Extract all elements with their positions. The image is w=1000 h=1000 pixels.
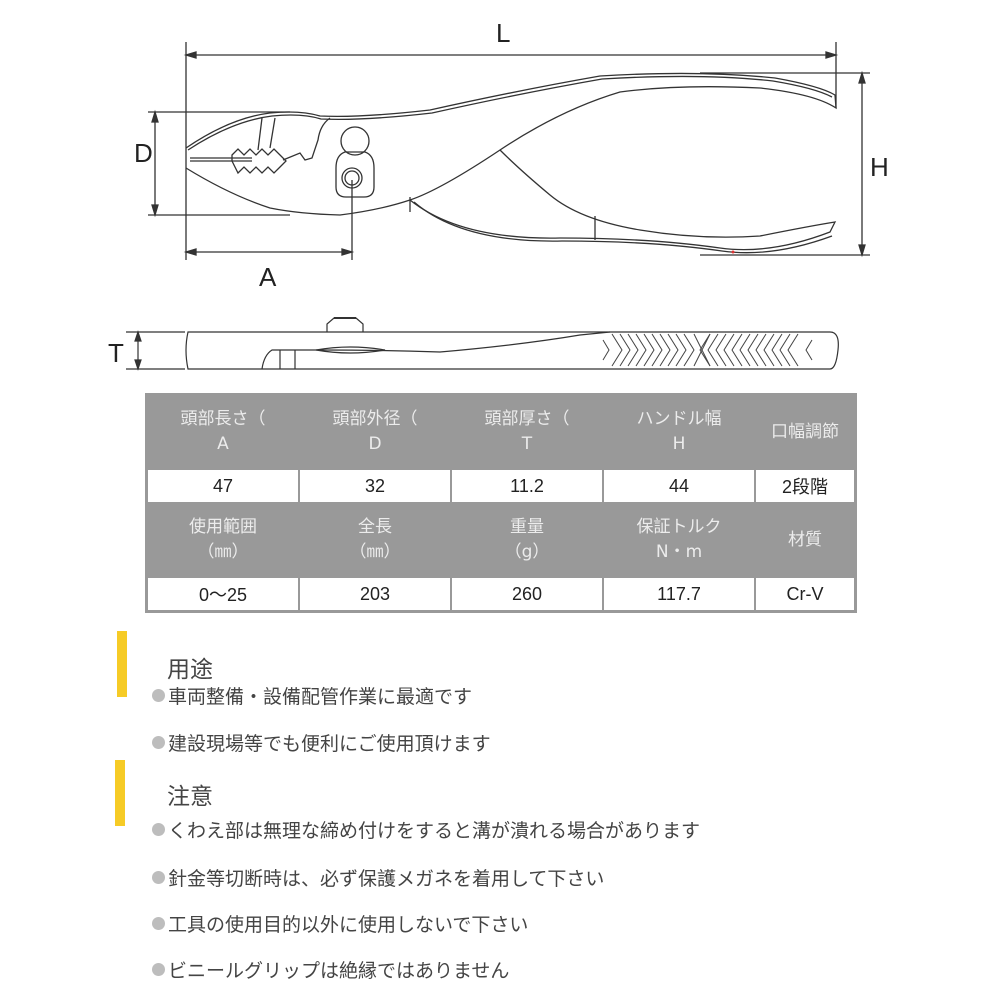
caution-item: 針金等切断時は、必ず保護メガネを着用して下さい xyxy=(152,864,604,891)
usage-item: 車両整備・設備配管作業に最適です xyxy=(152,682,472,709)
usage-item: 建設現場等でも便利にご使用頂けます xyxy=(152,729,491,756)
header-cell: 口幅調節 xyxy=(771,421,839,442)
bullet-icon xyxy=(152,689,165,702)
dimension-label-head-length: A xyxy=(259,262,277,292)
value-cell: 44 xyxy=(604,470,754,502)
dimension-label-length: L xyxy=(496,18,511,48)
value-cell: 32 xyxy=(300,470,450,502)
bullet-icon xyxy=(152,917,165,930)
caution-accent-bar xyxy=(115,760,125,826)
dimension-label-diameter: D xyxy=(134,138,153,168)
caution-item: 工具の使用目的以外に使用しないで下さい xyxy=(152,910,528,937)
value-cell: 2段階 xyxy=(756,470,854,502)
bullet-icon xyxy=(152,736,165,749)
header-cell: 重量（g） xyxy=(504,517,550,562)
pliers-top-view-diagram xyxy=(148,42,870,260)
bullet-icon xyxy=(152,963,165,976)
value-cell: Cr-V xyxy=(756,578,854,610)
caution-item: くわえ部は無理な締め付けをすると溝が潰れる場合があります xyxy=(152,816,700,843)
usage-accent-bar xyxy=(117,631,127,697)
header-cell: 頭部厚さ（T xyxy=(484,409,570,454)
value-cell: 0～25 xyxy=(148,578,298,610)
bullet-icon xyxy=(152,871,165,884)
header-cell: 材質 xyxy=(788,529,822,550)
bullet-icon xyxy=(152,823,165,836)
header-cell: 頭部長さ（A xyxy=(180,409,266,454)
spec-value-row-2: 0～25 203 260 117.7 Cr-V xyxy=(147,577,855,611)
value-cell: 260 xyxy=(452,578,602,610)
spec-value-row-1: 47 32 11.2 44 2段階 xyxy=(147,469,855,503)
pliers-side-view-diagram xyxy=(126,317,839,371)
caution-item: ビニールグリップは絶縁ではありません xyxy=(152,956,509,983)
caution-title: 注意 xyxy=(167,784,213,810)
header-cell: 使用範囲（㎜） xyxy=(189,517,257,562)
value-cell: 47 xyxy=(148,470,298,502)
dimension-label-handle-width: H xyxy=(870,152,889,182)
value-cell: 203 xyxy=(300,578,450,610)
value-cell: 117.7 xyxy=(604,578,754,610)
usage-title: 用途 xyxy=(167,657,213,683)
header-cell: 頭部外径（D xyxy=(332,409,418,454)
value-cell: 11.2 xyxy=(452,470,602,502)
dimension-label-thickness: T xyxy=(108,338,124,368)
header-cell: 全長（㎜） xyxy=(349,517,401,562)
